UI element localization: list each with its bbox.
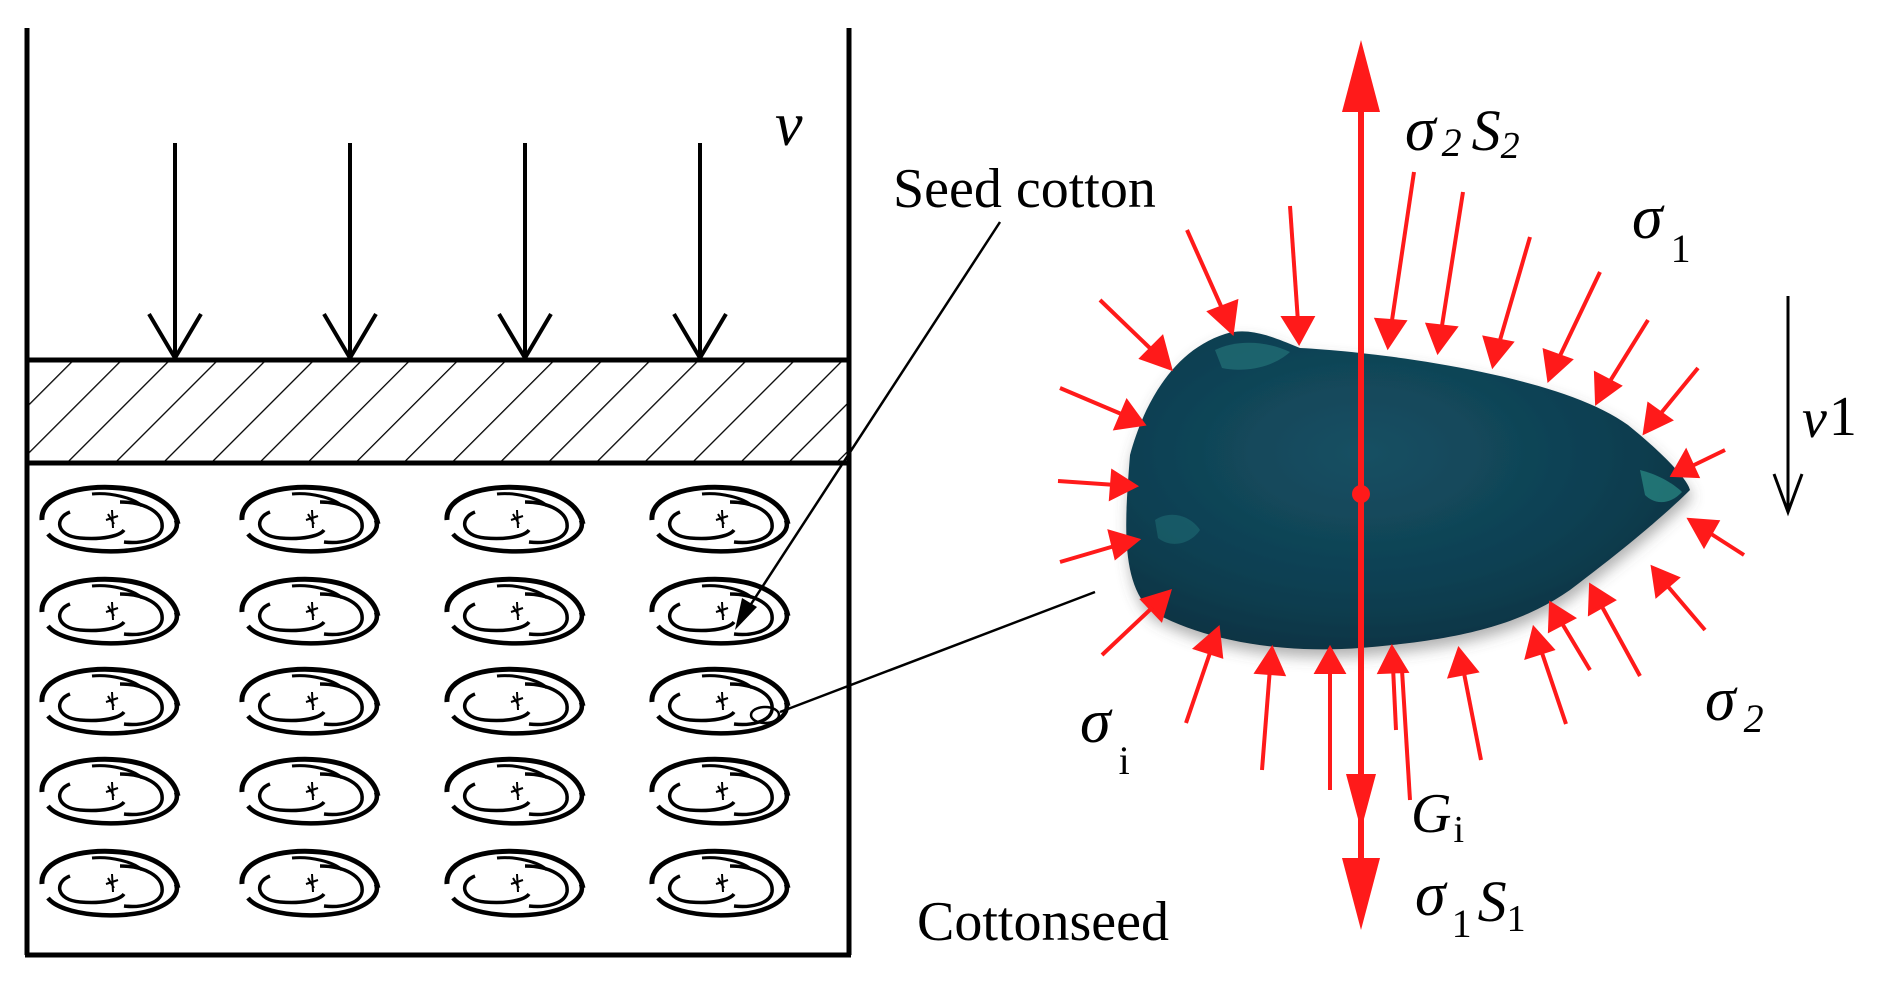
pressure-arrow [1669,447,1726,479]
cotton-boll [652,579,788,643]
press-plate [24,357,852,466]
axis-arrowhead-up [1342,40,1380,112]
cotton-boll [42,669,178,733]
center-of-mass [1352,485,1370,503]
cotton-boll [242,851,378,915]
cotton-boll [242,487,378,551]
seed-velocity-label: v1 [1802,386,1857,450]
load-arrows [147,143,728,362]
pressure-arrow [1547,600,1592,672]
load-arrow [322,143,378,362]
pressure-arrow [1424,191,1465,356]
pressure-arrow [1542,271,1602,384]
cottonseed-body [1126,331,1690,650]
cotton-boll [447,669,583,733]
pressure-arrow [1280,205,1316,346]
seed-cotton-grid [42,487,788,915]
pressure-arrow [1185,229,1239,337]
pressure-arrow [1686,517,1746,557]
cotton-boll [42,579,178,643]
compression-chamber [24,28,852,958]
pressure-arrows [1057,171,1746,801]
pressure-arrow [1642,366,1700,436]
seed-velocity-arrow [1772,296,1804,517]
cotton-boll [447,759,583,823]
sigma-i-label: σi [1080,688,1130,783]
pressure-arrow [1524,624,1568,725]
seed-cotton-label: Seed cotton [893,158,1156,220]
load-arrow [672,143,728,362]
pressure-arrow [1098,298,1173,372]
cotton-boll [652,759,788,823]
pressure-arrow [1059,529,1142,564]
cotton-boll [42,487,178,551]
pressure-arrow [1373,171,1416,351]
pressure-arrow [1593,318,1650,406]
cotton-boll [652,851,788,915]
load-arrow [497,143,553,362]
pressure-arrow [1059,386,1147,431]
pressure-arrow [1100,588,1172,657]
cotton-boll [242,579,378,643]
pressure-arrow [1253,644,1287,771]
load-arrow [147,143,203,362]
pressure-arrow [1587,582,1642,677]
seed-cotton-leader [735,221,1002,630]
cotton-boll [652,487,788,551]
cotton-boll [42,851,178,915]
pressure-arrow [1313,644,1347,790]
cotton-boll [242,669,378,733]
pressure-arrow [1400,669,1412,801]
seed-marker [749,705,781,725]
pressure-arrow [1184,625,1224,724]
gravity-arrowhead [1346,774,1376,830]
gravity-label: Gi [1411,783,1464,851]
pressure-arrow [1650,564,1707,632]
cotton-boll [447,487,583,551]
axis-arrowhead-down [1342,858,1380,930]
vertical-force-axis [1342,40,1380,930]
pressure-arrow [1482,236,1532,370]
pressure-arrow [1057,468,1140,502]
cotton-boll [42,759,178,823]
cottonseed-label: Cottonseed [917,891,1169,953]
cotton-boll [447,851,583,915]
cotton-boll [447,579,583,643]
cotton-boll [242,759,378,823]
pressure-arrow [1376,643,1410,731]
pressure-arrow [1446,645,1483,761]
cottonseed-leader [779,590,1096,714]
press-velocity-label: v [775,91,803,159]
